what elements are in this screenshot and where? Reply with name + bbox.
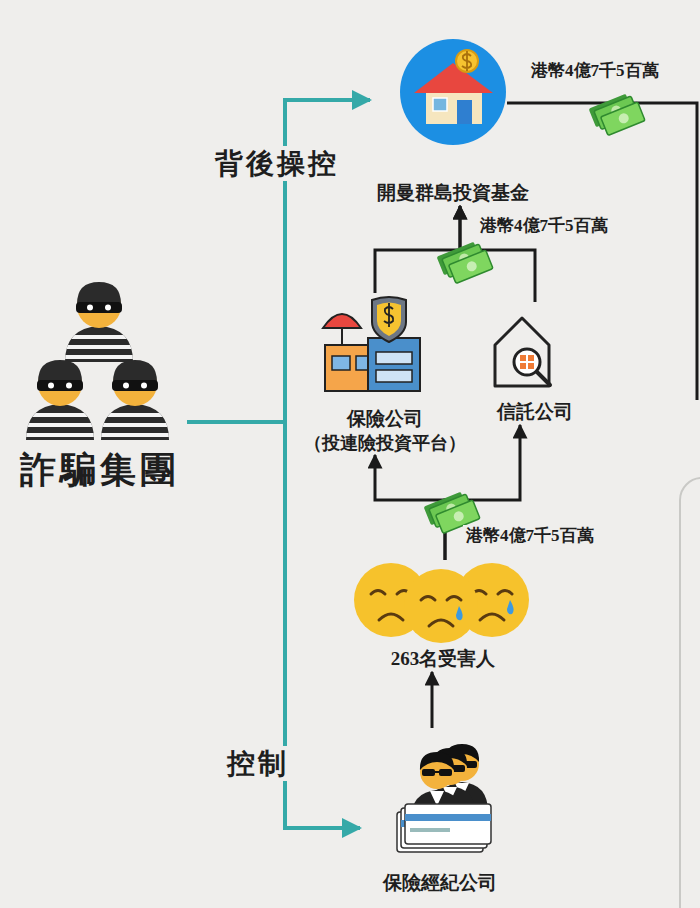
insurance-building-icon <box>323 297 420 391</box>
node-title: 信託公司 <box>497 400 573 425</box>
edge-label: 背後操控 <box>212 146 342 181</box>
money-icon <box>589 94 645 136</box>
node-title: 保險公司 <box>347 407 423 432</box>
node-box: 信託公司 <box>485 302 585 425</box>
edge-label: 控制 <box>224 746 292 781</box>
edge-label: 港幣4億7千5百萬 <box>463 525 597 546</box>
node-title: 詐騙集團 <box>20 447 180 494</box>
money-icon <box>437 242 493 284</box>
node-title: 263名受害人 <box>391 647 496 672</box>
amount-label: 港幣4億7千5百萬 <box>528 60 662 81</box>
node-box: 保險公司（投連險投資平台） <box>285 293 485 455</box>
flow-arrow <box>187 422 360 828</box>
trust-magnifier-icon <box>495 318 550 386</box>
node-subtitle: （投連險投資平台） <box>304 432 466 455</box>
node-title: 保險經紀公司 <box>383 871 497 896</box>
robber-figures <box>20 282 175 440</box>
flow-arrow <box>375 206 460 293</box>
node-box: 開曼群島投資基金 <box>370 40 536 206</box>
broker-agents <box>397 744 491 852</box>
flow-arrow <box>431 672 434 728</box>
node-box: 保險經紀公司 <box>360 728 520 896</box>
edge-label: 港幣4億7千5百萬 <box>477 215 611 236</box>
node-title: 開曼群島投資基金 <box>377 181 529 206</box>
sad-faces <box>354 563 529 643</box>
node-box: 263名受害人 <box>348 560 538 672</box>
fund-house-icon <box>400 39 506 145</box>
node-box: 詐騙集團 <box>12 272 187 494</box>
cut-off-panel <box>680 478 700 908</box>
